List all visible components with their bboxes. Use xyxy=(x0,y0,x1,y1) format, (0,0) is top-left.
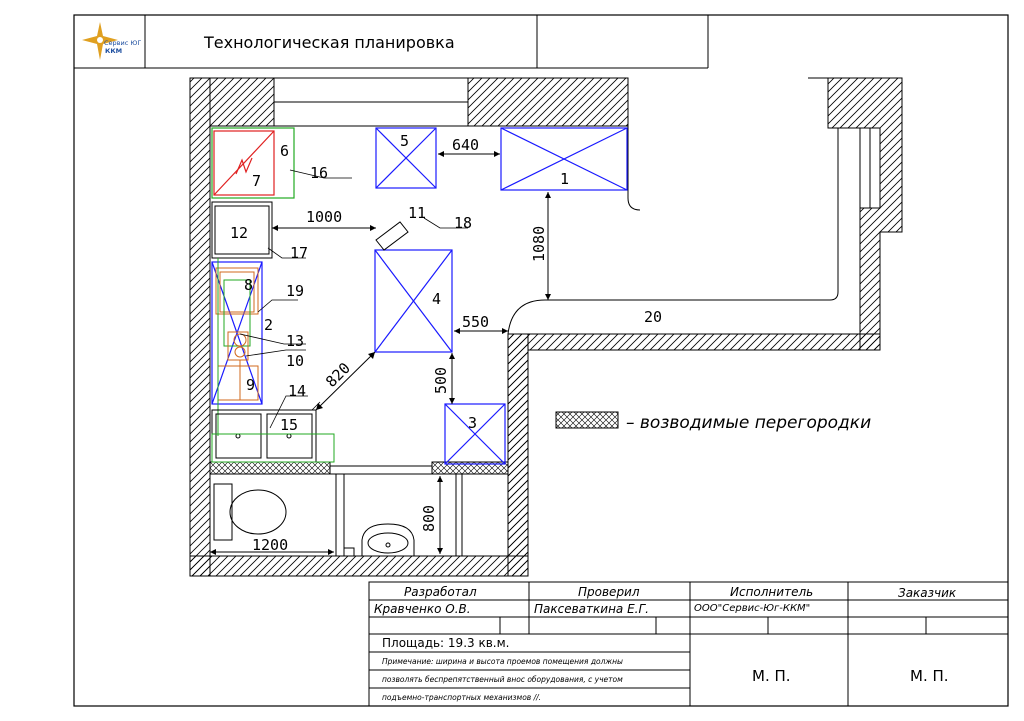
equipment-14-15 xyxy=(211,409,335,463)
logo-text-2: ККМ xyxy=(105,47,122,55)
drawing-title: Технологическая планировка xyxy=(203,33,455,52)
equipment-8-9-10 xyxy=(215,258,259,436)
dim-1000: 1000 xyxy=(306,208,342,226)
stamp-executor-header: Исполнитель xyxy=(730,585,813,599)
leader-lines xyxy=(239,169,468,429)
item-number: 4 xyxy=(432,290,441,308)
item-number: 7 xyxy=(252,172,261,190)
room-walls xyxy=(189,77,903,577)
item-number: 16 xyxy=(310,164,328,182)
stamp-table xyxy=(368,581,1009,707)
item-number: 18 xyxy=(454,214,472,232)
item-number: 6 xyxy=(280,142,289,160)
room-outline xyxy=(210,125,839,466)
toilet xyxy=(213,483,287,541)
item-number: 15 xyxy=(280,416,298,434)
item-number: 14 xyxy=(288,382,306,400)
logo-text-1: Сервис ЮГ xyxy=(104,39,141,47)
stamp-developed-header: Разработал xyxy=(404,585,477,599)
stamp-note-3: подъемно-транспортных механизмов //. xyxy=(382,693,541,702)
stamp-checked-name: Паксеваткина Е.Г. xyxy=(534,602,649,616)
company-logo: Сервис ЮГ ККМ xyxy=(82,22,141,60)
washbasin xyxy=(361,523,415,556)
item-number: 2 xyxy=(264,316,273,334)
item-number: 13 xyxy=(286,332,304,350)
dim-640: 640 xyxy=(452,136,479,154)
item-number: 10 xyxy=(286,352,304,370)
stamp-area: Площадь: 19.3 кв.м. xyxy=(382,636,509,650)
stamp-note-2: позволять беспрепятственный внос оборудо… xyxy=(382,675,623,684)
item-number: 9 xyxy=(246,376,255,394)
dim-800: 800 xyxy=(420,505,438,532)
stamp-checked-header: Проверил xyxy=(578,585,640,599)
equipment-12 xyxy=(211,201,273,259)
item-number: 11 xyxy=(408,204,426,222)
item-number: 1 xyxy=(560,170,569,188)
equipment-11 xyxy=(375,221,409,251)
new-partition xyxy=(209,461,509,557)
item-number: 5 xyxy=(400,132,409,150)
dim-1200: 1200 xyxy=(252,536,288,554)
equipment-4 xyxy=(374,249,453,353)
legend-swatch xyxy=(555,411,619,429)
stamp-seal-1: М. П. xyxy=(752,667,791,685)
legend: – возводимые перегородки xyxy=(555,411,871,433)
legend-label: – возводимые перегородки xyxy=(626,413,871,433)
dimension-arrows xyxy=(210,151,551,555)
title-block xyxy=(74,15,709,69)
dim-820: 820 xyxy=(322,359,354,391)
dim-500: 500 xyxy=(432,367,450,394)
dimension-lines xyxy=(210,153,549,554)
item-number: 20 xyxy=(644,308,662,326)
item-number: 12 xyxy=(230,224,248,242)
item-number: 19 xyxy=(286,282,304,300)
equipment-6-7 xyxy=(211,127,295,199)
stamp-note-1: Примечание: ширина и высота проемов поме… xyxy=(382,657,623,666)
dim-1080: 1080 xyxy=(530,226,548,262)
item-number: 17 xyxy=(290,244,308,262)
stamp-executor-name: ООО"Сервис-Юг-ККМ" xyxy=(694,603,810,614)
stamp-developed-name: Кравченко О.В. xyxy=(374,602,471,616)
stamp-seal-2: М. П. xyxy=(910,667,949,685)
equipment-5 xyxy=(375,127,437,189)
equipment-1 xyxy=(500,127,628,191)
item-number: 3 xyxy=(468,414,477,432)
equipment-3 xyxy=(444,403,506,465)
item-number: 8 xyxy=(244,276,253,294)
stamp-customer-header: Заказчик xyxy=(898,586,957,600)
dim-550: 550 xyxy=(462,313,489,331)
